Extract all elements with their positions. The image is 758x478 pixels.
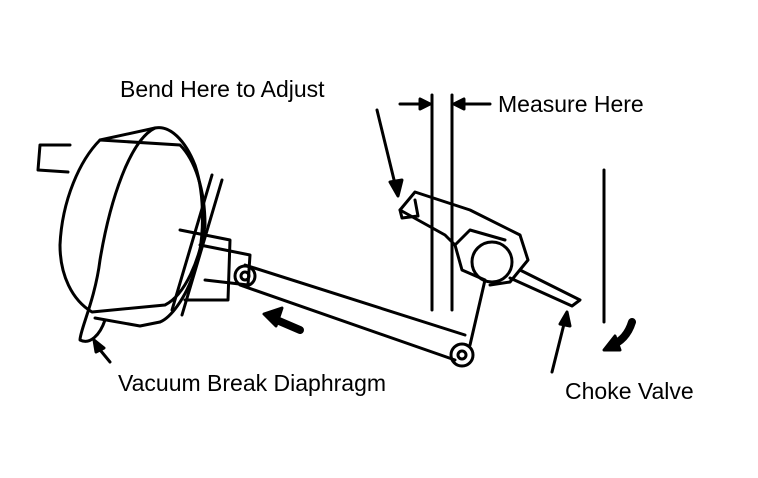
mounting-bracket <box>170 173 252 317</box>
measure-here-label: Measure Here <box>498 91 644 117</box>
measure-lines <box>430 93 606 324</box>
link-rod <box>233 263 475 368</box>
bend-here-label: Bend Here to Adjust <box>120 76 325 102</box>
diaphragm-stem <box>36 143 72 174</box>
arrows <box>92 97 636 374</box>
choke-lever <box>398 190 582 347</box>
vacuum-break-diaphragm-label: Vacuum Break Diaphragm <box>118 370 387 396</box>
choke-valve-label: Choke Valve <box>565 378 694 404</box>
vacuum-break-diaphragm <box>58 126 207 343</box>
